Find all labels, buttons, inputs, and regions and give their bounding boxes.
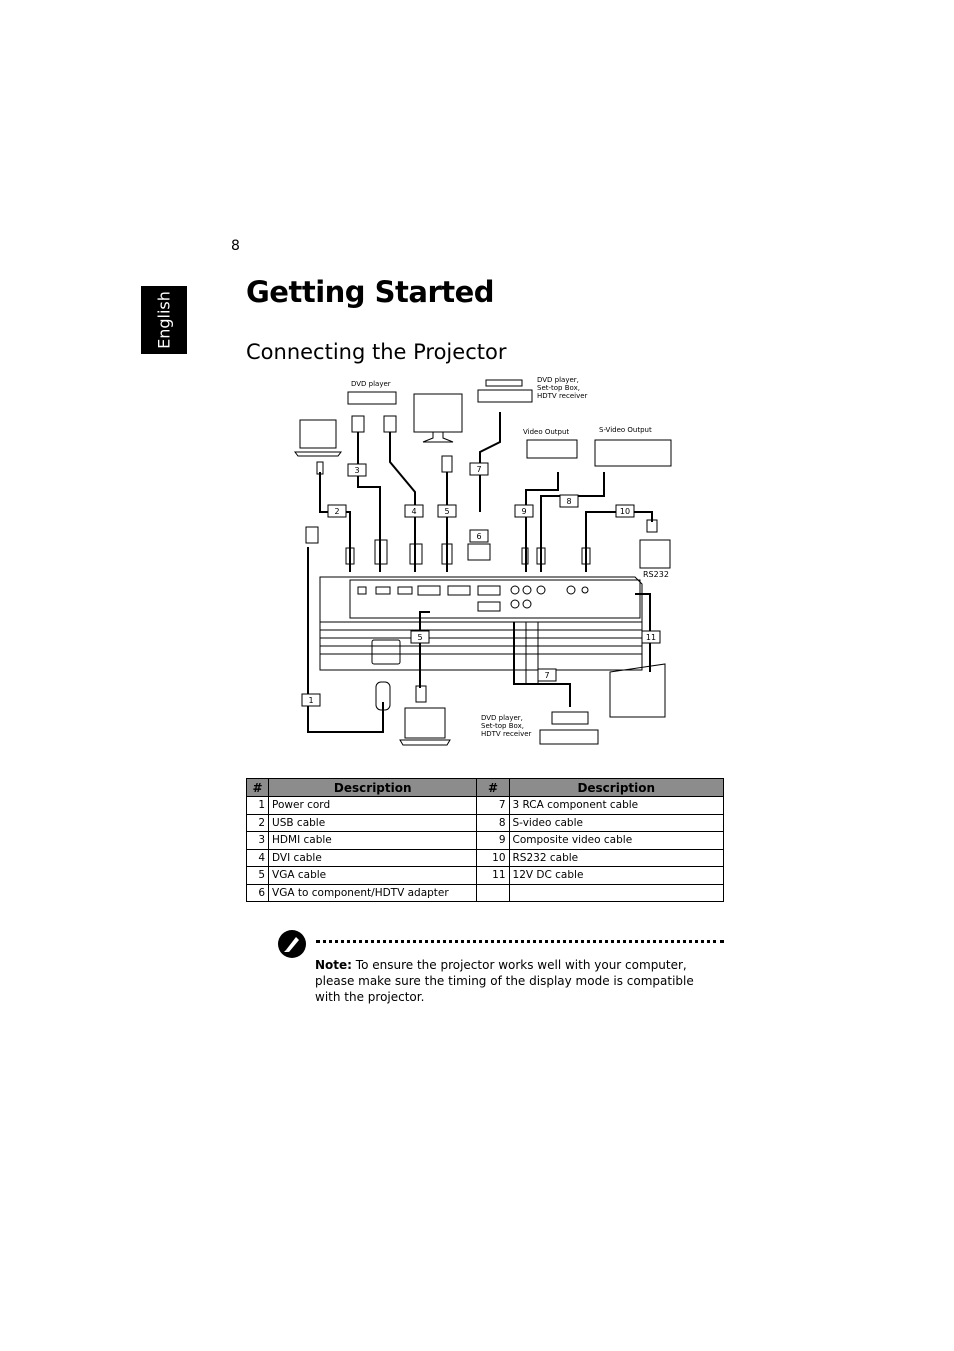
callout-2: 2	[327, 504, 347, 518]
svg-text:5: 5	[417, 633, 422, 642]
svg-text:10: 10	[620, 507, 630, 516]
callout-8: 8	[559, 494, 579, 508]
table-cell: Composite video cable	[508, 831, 725, 850]
table-cell: 7	[476, 796, 510, 815]
svg-text:3: 3	[354, 466, 359, 475]
table-cell: Power cord	[268, 796, 478, 815]
label-svideo-output: S-Video Output	[599, 426, 652, 434]
table-cell: 9	[476, 831, 510, 850]
table-cell: 3 RCA component cable	[508, 796, 725, 815]
label-dvd-settop-bottom: DVD player, Set-top Box, HDTV receiver	[481, 714, 532, 738]
callout-9: 9	[514, 504, 534, 518]
table-cell: DVI cable	[268, 848, 478, 867]
language-tab: English	[141, 286, 187, 354]
label-dvd-player: DVD player	[351, 380, 391, 388]
table-header-row: # Description # Description	[245, 778, 725, 797]
table-cell: 6	[245, 883, 270, 902]
svg-text:11: 11	[646, 633, 656, 642]
connection-diagram: 1 2 3 4 5 5 6 7 7 8 9 10 11 DVD player D…	[290, 372, 680, 752]
projector-body	[319, 576, 643, 671]
cable-table: # Description # Description 1 Power cord…	[245, 778, 725, 902]
callout-11: 11	[641, 630, 661, 644]
callout-7: 7	[469, 462, 489, 476]
table-cell: USB cable	[268, 813, 478, 832]
callout-4: 4	[404, 504, 424, 518]
table-cell: 1	[245, 796, 270, 815]
table-cell	[508, 883, 725, 902]
svg-text:9: 9	[521, 507, 526, 516]
svg-text:4: 4	[411, 507, 416, 516]
table-row: 2 USB cable 8 S-video cable	[245, 813, 725, 832]
connection-diagram-drawing: 1 2 3 4 5 5 6 7 7 8 9 10 11	[294, 379, 672, 746]
table-cell: 2	[245, 813, 270, 832]
table-cell: HDMI cable	[268, 831, 478, 850]
table-cell: 4	[245, 848, 270, 867]
callout-6: 6	[469, 529, 489, 543]
callout-7b: 7	[537, 668, 557, 682]
language-tab-label: English	[154, 291, 174, 349]
label-rs232: RS232	[643, 570, 669, 579]
svg-text:2: 2	[334, 507, 339, 516]
projector-io-panel	[349, 579, 641, 619]
header-description: Description	[508, 778, 725, 797]
callout-5b: 5	[410, 630, 430, 644]
page-number: 8	[231, 238, 240, 254]
table-cell: VGA cable	[268, 866, 478, 885]
header-num: #	[476, 778, 510, 797]
table-cell: 11	[476, 866, 510, 885]
note-block: Note: To ensure the projector works well…	[315, 957, 715, 1005]
callout-1: 1	[301, 693, 321, 707]
note-label: Note:	[315, 958, 352, 972]
table-cell: 5	[245, 866, 270, 885]
header-num: #	[245, 778, 270, 797]
table-cell: 12V DC cable	[508, 866, 725, 885]
table-cell: 8	[476, 813, 510, 832]
page-title: Getting Started	[246, 275, 495, 309]
note-text: To ensure the projector works well with …	[315, 958, 694, 1004]
svg-text:7: 7	[544, 671, 549, 680]
table-cell: S-video cable	[508, 813, 725, 832]
table-row: 6 VGA to component/HDTV adapter	[245, 883, 725, 902]
power-socket	[371, 639, 401, 665]
label-video-output: Video Output	[523, 428, 570, 436]
table-cell: RS232 cable	[508, 848, 725, 867]
svg-text:5: 5	[444, 507, 449, 516]
table-cell	[476, 883, 510, 902]
note-pen-icon	[276, 928, 308, 960]
callout-3: 3	[347, 463, 367, 477]
table-cell: VGA to component/HDTV adapter	[268, 883, 478, 902]
label-dvd-settop-top: DVD player, Set-top Box, HDTV receiver	[537, 376, 588, 400]
table-row: 1 Power cord 7 3 RCA component cable	[245, 796, 725, 815]
svg-text:8: 8	[566, 497, 571, 506]
table-row: 4 DVI cable 10 RS232 cable	[245, 848, 725, 867]
table-cell: 10	[476, 848, 510, 867]
svg-text:6: 6	[476, 532, 481, 541]
callout-10: 10	[615, 504, 635, 518]
header-description: Description	[268, 778, 478, 797]
section-title: Connecting the Projector	[246, 340, 507, 364]
callout-5: 5	[437, 504, 457, 518]
svg-text:7: 7	[476, 465, 481, 474]
table-cell: 3	[245, 831, 270, 850]
table-row: 3 HDMI cable 9 Composite video cable	[245, 831, 725, 850]
svg-text:1: 1	[308, 696, 313, 705]
table-row: 5 VGA cable 11 12V DC cable	[245, 866, 725, 885]
note-divider	[316, 940, 724, 943]
